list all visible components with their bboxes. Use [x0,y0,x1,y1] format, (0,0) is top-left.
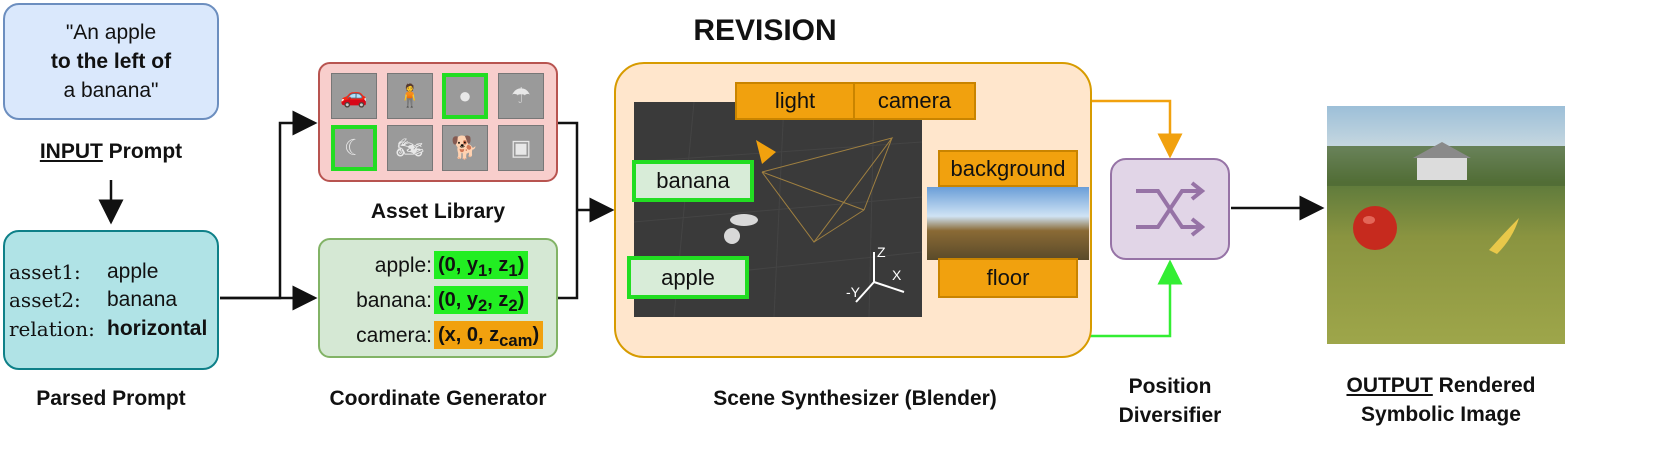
coord-value-banana: (0, y2, z2) [434,286,529,315]
coord-key-camera: camera: [356,324,432,347]
asset-library-label: Asset Library [370,200,506,223]
axis-x-label: X [892,267,902,283]
diversifier-label-line1: Position [1128,375,1212,398]
tv-icon: ▣ [498,125,544,171]
axis-z-label: Z [877,244,886,260]
input-prompt-line3: a banana" [63,79,159,102]
asset-library-box: 🚗 🧍 ● ☂ ☾ 🏍 🐕 ▣ [318,62,558,182]
banana-node: banana [632,160,754,202]
apple-icon: ● [442,73,488,119]
parsed-value-asset2: banana [107,288,178,311]
input-prompt-label: INPUT Prompt [3,140,219,164]
output-label-underlined: OUTPUT [1346,374,1433,397]
light-cone-icon [756,140,776,164]
position-diversifier-box [1110,158,1230,260]
parsed-value-asset1: apple [107,260,159,283]
coord-value-apple: (0, y1, z1) [434,251,529,280]
coord-key-banana: banana: [356,289,432,312]
background-node: background [938,150,1078,187]
scene-synthesizer-label: Scene Synthesizer (Blender) [713,387,997,410]
input-prompt-box: "An apple to the left of a banana" [3,3,219,120]
shuffle-icon [1136,181,1206,237]
axis-y-label: -Y [846,284,861,300]
coordinate-generator-box: apple: (0, y1, z1) banana: (0, y2, z2) c… [318,238,558,358]
input-label-underlined: INPUT [39,140,103,163]
parsed-prompt-box: asset1: apple asset2: banana relation: h… [3,230,219,370]
parsed-row-asset2: asset2: banana [9,288,177,312]
coord-value-camera: (x, 0, zcam) [434,321,544,350]
parsed-value-relation: horizontal [107,317,208,340]
output-rendered-image [1327,106,1565,344]
coord-key-apple: apple: [374,254,432,277]
arrow-parsed-to-library [220,110,318,300]
viewport-scene: Z X -Y [634,102,922,317]
umbrella-icon: ☂ [498,73,544,119]
person-icon: 🧍 [387,73,433,119]
light-node: light [735,82,855,120]
motorcycle-icon: 🏍 [387,125,433,171]
input-prompt-line2: to the left of [50,50,172,73]
parsed-key-asset1: asset1: [9,260,81,284]
floor-node: floor [938,258,1078,298]
diversifier-label-line2: Diversifier [1118,404,1222,427]
parsed-key-relation: relation: [9,317,95,341]
output-label-rest: Rendered [1432,374,1536,397]
coord-row-banana: banana: (0, y2, z2) [320,285,556,317]
background-image [927,187,1089,260]
output-scene [1327,142,1565,254]
coordinate-generator-label: Coordinate Generator [329,387,547,410]
input-label-rest: Prompt [102,140,183,163]
apple-model-icon [724,228,740,244]
banana-model-icon [730,214,758,226]
coord-row-camera: camera: (x, 0, zcam) [320,320,556,352]
dog-icon: 🐕 [442,125,488,171]
output-label: OUTPUT Rendered Symbolic Image [1322,371,1560,429]
parsed-key-asset2: asset2: [9,288,81,312]
line-library-to-scene [558,121,579,300]
output-label-line2: Symbolic Image [1361,403,1521,426]
parsed-row-asset1: asset1: apple [9,260,158,284]
banana-icon: ☾ [331,125,377,171]
position-diversifier-label: Position Diversifier [1100,372,1240,430]
revision-title: REVISION [693,14,837,47]
apple-node: apple [627,256,749,299]
car-icon: 🚗 [331,73,377,119]
parsed-prompt-label: Parsed Prompt [36,387,186,410]
banana-render-icon [1489,218,1519,254]
camera-node: camera [853,82,976,120]
coord-row-apple: apple: (0, y1, z1) [320,250,556,282]
input-prompt-line1: "An apple [65,21,157,44]
apple-render-icon [1353,206,1397,250]
parsed-row-relation: relation: horizontal [9,317,207,341]
